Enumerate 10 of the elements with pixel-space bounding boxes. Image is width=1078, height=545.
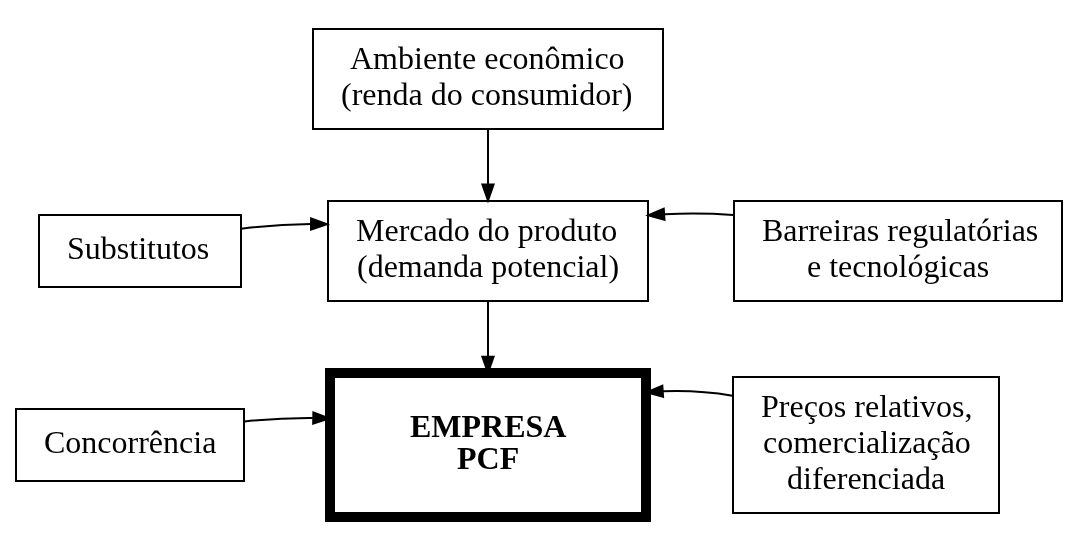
- arrow: [481, 128, 495, 204]
- node-box: Concorrência: [15, 407, 245, 482]
- arrow: [645, 206, 735, 221]
- node-box: Barreiras regulatórias e tecnológicas: [733, 199, 1063, 302]
- node-box: Mercado do produto (demanda potencial): [327, 199, 649, 302]
- arrow: [240, 216, 331, 231]
- node-box: Preços relativos, comercialização diferenciada: [732, 375, 1000, 514]
- node-box: EMPRESA PCF: [325, 367, 651, 522]
- node-box: Ambiente econômico (renda do consumidor): [312, 27, 664, 130]
- node-box: Substitutos: [38, 213, 242, 288]
